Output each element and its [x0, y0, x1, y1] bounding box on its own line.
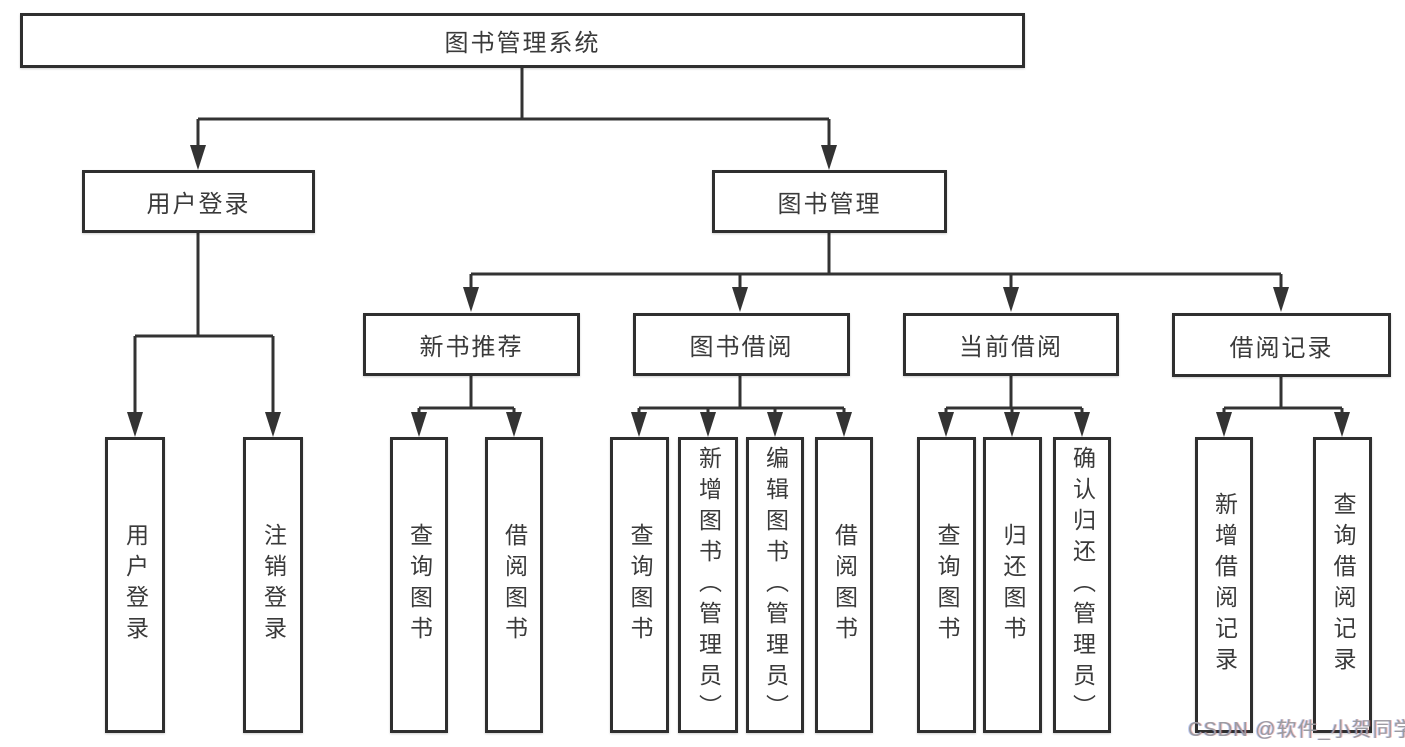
node-label: 借阅记录: [1229, 334, 1334, 362]
node-label: 查询借阅记录: [1330, 492, 1356, 678]
leaf-edit-books-admin: 编辑图书（管理员）: [746, 437, 804, 733]
leaf-borrow-books-2: 借阅图书: [815, 437, 873, 733]
leaf-query-books-2: 查询图书: [610, 437, 669, 733]
leaf-query-borrow-record: 查询借阅记录: [1313, 437, 1372, 733]
node-label: 注销登录: [260, 523, 287, 647]
node-label: 图书管理系统: [444, 30, 601, 57]
node-library-system: 图书管理系统: [20, 13, 1025, 68]
node-label: 用户登录: [146, 191, 251, 218]
leaf-user-login: 用户登录: [105, 437, 165, 733]
node-label: 查询图书: [406, 523, 433, 647]
node-label: 查询图书: [627, 523, 653, 647]
node-label: 图书管理: [777, 191, 882, 218]
leaf-return-books: 归还图书: [983, 437, 1042, 733]
node-label: 新增图书（管理员）: [695, 445, 722, 725]
arrowhead-icons: [127, 145, 1350, 437]
leaf-add-borrow-record: 新增借阅记录: [1195, 437, 1253, 733]
node-label: 查询图书: [934, 523, 960, 647]
leaf-logout: 注销登录: [243, 437, 303, 733]
node-new-book-recommend: 新书推荐: [363, 313, 580, 376]
node-label: 用户登录: [122, 523, 149, 647]
node-label: 新增借阅记录: [1211, 492, 1238, 678]
node-label: 确认归还（管理员）: [1069, 445, 1096, 725]
leaf-query-books-1: 查询图书: [390, 437, 448, 733]
node-book-management: 图书管理: [712, 170, 947, 233]
leaf-add-books-admin: 新增图书（管理员）: [678, 437, 738, 733]
node-borrowing-records: 借阅记录: [1172, 313, 1391, 377]
node-label: 当前借阅: [959, 334, 1063, 361]
node-label: 新书推荐: [419, 334, 524, 361]
leaf-confirm-return-admin: 确认归还（管理员）: [1053, 437, 1111, 733]
node-label: 归还图书: [1000, 523, 1026, 647]
node-label: 编辑图书（管理员）: [762, 445, 789, 725]
node-book-borrowing: 图书借阅: [633, 313, 850, 376]
leaf-borrow-books-1: 借阅图书: [485, 437, 543, 733]
node-user-login: 用户登录: [82, 170, 315, 233]
node-label: 借阅图书: [831, 523, 858, 647]
node-label: 图书借阅: [689, 334, 794, 361]
node-current-borrowing: 当前借阅: [903, 313, 1119, 376]
leaf-query-books-3: 查询图书: [917, 437, 976, 733]
watermark: CSDN @软件_小贺同学: [1188, 719, 1405, 741]
node-label: 借阅图书: [501, 523, 528, 647]
